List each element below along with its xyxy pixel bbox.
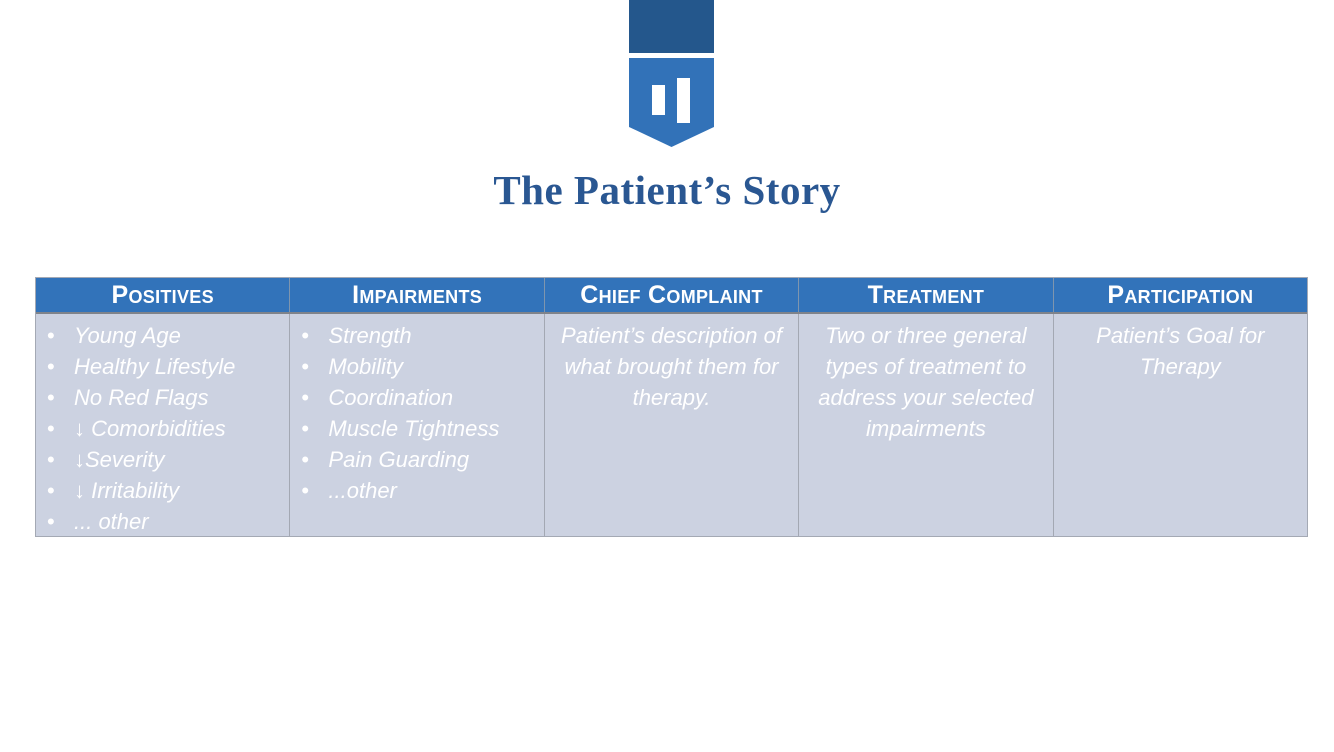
logo-bookmark-icon	[629, 58, 714, 147]
patient-story-table: Positives Impairments Chief Complaint Tr…	[35, 277, 1308, 537]
table-header-row: Positives Impairments Chief Complaint Tr…	[36, 278, 1308, 314]
list-item: ...other	[290, 475, 543, 506]
cell-positives: Young Age Healthy Lifestyle No Red Flags…	[36, 314, 291, 536]
list-item: Young Age	[36, 320, 289, 351]
logo-top-block	[629, 0, 714, 53]
cell-text: Two or three general types of treatment …	[818, 323, 1034, 441]
list-item: Muscle Tightness	[290, 413, 543, 444]
list-item: Mobility	[290, 351, 543, 382]
list-item: Coordination	[290, 382, 543, 413]
list-item: Strength	[290, 320, 543, 351]
table-body-row: Young Age Healthy Lifestyle No Red Flags…	[36, 314, 1308, 536]
list-item: ... other	[36, 506, 289, 536]
column-header-chief-complaint: Chief Complaint	[544, 278, 800, 312]
list-item: ↓ Comorbidities	[36, 413, 289, 444]
impairments-list: Strength Mobility Coordination Muscle Ti…	[290, 320, 543, 506]
list-item: Healthy Lifestyle	[36, 351, 289, 382]
pause-bar-tall-icon	[677, 78, 690, 123]
cell-text: Patient’s Goal for Therapy	[1096, 323, 1265, 379]
column-header-participation: Participation	[1053, 278, 1308, 312]
cell-treatment: Two or three general types of treatment …	[799, 314, 1054, 536]
cell-participation: Patient’s Goal for Therapy	[1053, 314, 1308, 536]
cell-text: Patient’s description of what brought th…	[561, 323, 782, 410]
cell-chief-complaint: Patient’s description of what brought th…	[544, 314, 800, 536]
column-header-treatment: Treatment	[799, 278, 1054, 312]
list-item: ↓ Irritability	[36, 475, 289, 506]
pause-bar-short-icon	[652, 85, 665, 115]
cell-impairments: Strength Mobility Coordination Muscle Ti…	[290, 314, 545, 536]
list-item: Pain Guarding	[290, 444, 543, 475]
column-header-positives: Positives	[36, 278, 291, 312]
positives-list: Young Age Healthy Lifestyle No Red Flags…	[36, 320, 289, 536]
list-item: No Red Flags	[36, 382, 289, 413]
column-header-impairments: Impairments	[290, 278, 545, 312]
slide-title: The Patient’s Story	[493, 167, 841, 213]
list-item: ↓Severity	[36, 444, 289, 475]
